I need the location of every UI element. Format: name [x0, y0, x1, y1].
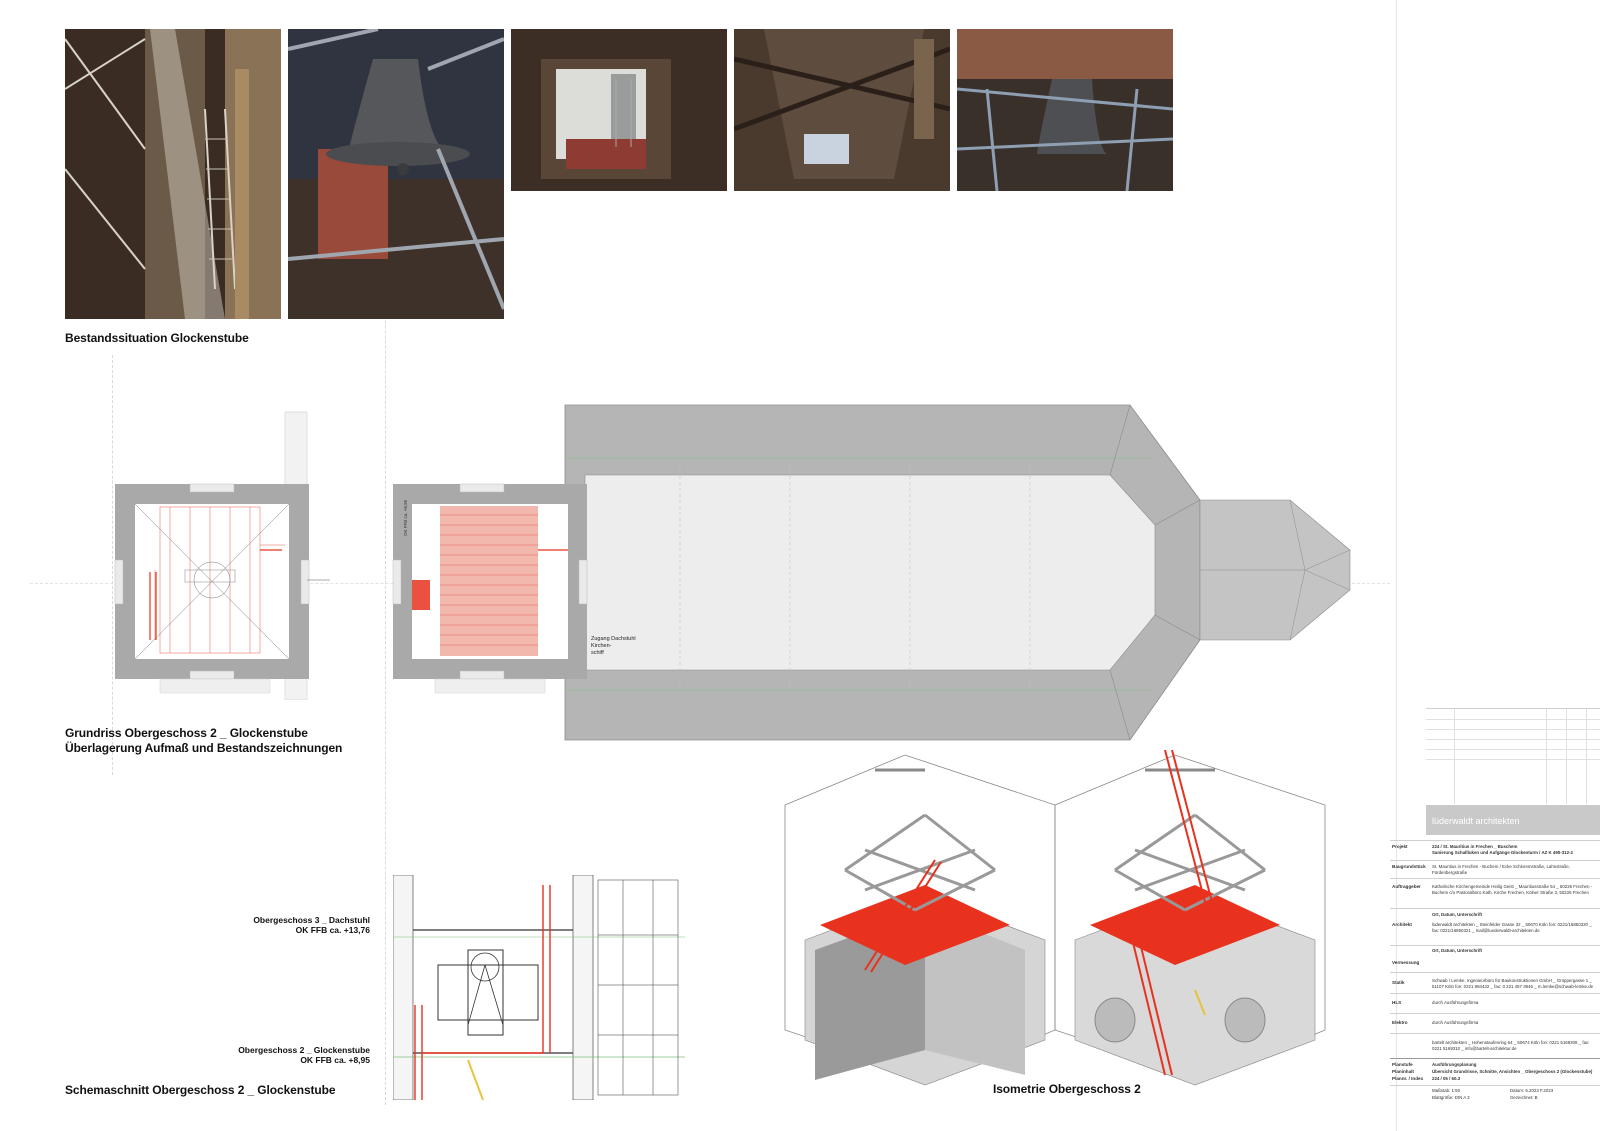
tb-gezeichnet: Gezeichnet: B [1510, 1095, 1538, 1100]
tb-hls-val: durch Ausführungsfirma [1432, 1000, 1479, 1005]
tb-architekt-key: Architekt [1392, 922, 1412, 927]
tb-projekt-val: 224 / St. Mauritius in Frechen _ Buschem… [1432, 844, 1597, 855]
tb-elektro-key: Elektro [1392, 1020, 1408, 1025]
tb-ort-datum: Ort, Datum, Unterschrift [1432, 912, 1483, 917]
level3-height: OK FFB ca. +13,76 [295, 925, 370, 935]
plan-okffb-label: OK FFB ca. +8,95 [403, 499, 408, 536]
tb-statik-key: Statik [1392, 980, 1405, 985]
isometry-right [1054, 750, 1326, 1086]
tb-planstufe-val: Ausführungsplanung [1432, 1062, 1477, 1067]
isometry-left [784, 754, 1056, 1086]
caption-isometry: Isometrie Obergeschoss 2 [993, 1082, 1141, 1096]
tb-extra-val: bartelt architekten _ Hohenstaufenring 6… [1432, 1040, 1590, 1051]
caption-section: Schemaschnitt Obergeschoss 2 _ Glockenst… [65, 1083, 336, 1097]
photo-bell-chamber-2 [288, 29, 504, 319]
isometry-drawing [784, 750, 1326, 1086]
guide-line [112, 355, 113, 775]
tb-planinhalt-key: Planinhalt [1392, 1069, 1414, 1074]
tb-planinhalt-val: Übersicht Grundrisse, Schnitte, Ansichte… [1432, 1069, 1593, 1074]
access-label-line1: Zugang Dachstuhl [591, 636, 636, 642]
tb-massstab: Maßstab: 1:50 [1432, 1088, 1461, 1093]
tb-ort-datum-2: Ort, Datum, Unterschrift [1432, 948, 1483, 953]
level3-name: Obergeschoss 3 _ Dachstuhl [253, 915, 370, 925]
title-block: Projekt 224 / St. Mauritius in Frechen _… [1390, 840, 1600, 1130]
photo-bell-chamber-4 [734, 29, 950, 191]
tb-planstufe-key: Planstufe [1392, 1062, 1413, 1067]
section-drawing [393, 875, 685, 1100]
tb-architekt-val: lüderwaldt architekten _ Steinfelder Gas… [1432, 922, 1592, 933]
caption-floor-plan: Grundriss Obergeschoss 2 _ Glockenstube … [65, 726, 342, 756]
tb-elektro-val: durch Ausführungsfirma [1432, 1020, 1479, 1025]
photo-bell-chamber-5 [957, 29, 1173, 191]
floor-plan-existing [114, 411, 330, 700]
caption-floor-plan-line1: Grundriss Obergeschoss 2 _ Glockenstube [65, 726, 308, 740]
level3-label: Obergeschoss 3 _ Dachstuhl OK FFB ca. +1… [235, 915, 370, 935]
tb-planinr-key: Plannr. / Index [1392, 1076, 1424, 1081]
tb-statik-val: Schwab / Lemke, Ingenieurbüro für Baukon… [1432, 978, 1594, 989]
tb-baugrund-val: St. Mauritius in Frechen - Buchem / Ecke… [1432, 864, 1570, 875]
tb-verm-key: Vermessung [1392, 960, 1420, 965]
tb-auftrag-val: Katholische Kirchengemeinde Heilig Geist… [1432, 884, 1593, 895]
tb-projekt-line2: Sanierung Schallluken und Aufgänge Glock… [1432, 849, 1573, 855]
floor-plan-nave [392, 404, 1351, 741]
revision-grid [1426, 708, 1600, 804]
access-label: Zugang Dachstuhl Kirchen- schiff [591, 636, 636, 657]
office-banner: lüderwaldt architekten [1426, 805, 1600, 835]
caption-floor-plan-line2: Überlagerung Aufmaß und Bestandszeichnun… [65, 741, 343, 755]
tb-projekt-key: Projekt [1392, 844, 1408, 849]
tb-datum: Datum: 6.2023 F.2023 [1510, 1088, 1554, 1093]
guide-line [1396, 0, 1397, 1131]
tb-hls-key: HLS [1392, 1000, 1402, 1005]
level2-name: Obergeschoss 2 _ Glockenstube [238, 1045, 370, 1055]
caption-photos: Bestandssituation Glockenstube [65, 331, 249, 345]
access-label-line2: Kirchen- [591, 643, 612, 649]
tb-projekt-line1: 224 / St. Mauritius in Frechen _ Buschem [1432, 844, 1518, 849]
tb-auftrag-key: Auftraggeber [1392, 884, 1421, 889]
level2-height: OK FFB ca. +8,95 [300, 1055, 370, 1065]
photo-bell-chamber-3 [511, 29, 727, 191]
photo-bell-chamber-1 [65, 29, 281, 319]
office-name: lüderwaldt architekten [1432, 816, 1520, 826]
level2-label: Obergeschoss 2 _ Glockenstube OK FFB ca.… [225, 1045, 370, 1065]
guide-line [385, 30, 386, 1105]
tb-baugrund-key: Baugrundstück [1392, 864, 1426, 869]
tb-blatt: Blattgröße: DIN A 3 [1432, 1095, 1470, 1100]
access-label-line3: schiff [591, 650, 604, 656]
tb-planinr-val: 224 / 05 / 60.3 [1432, 1076, 1461, 1081]
